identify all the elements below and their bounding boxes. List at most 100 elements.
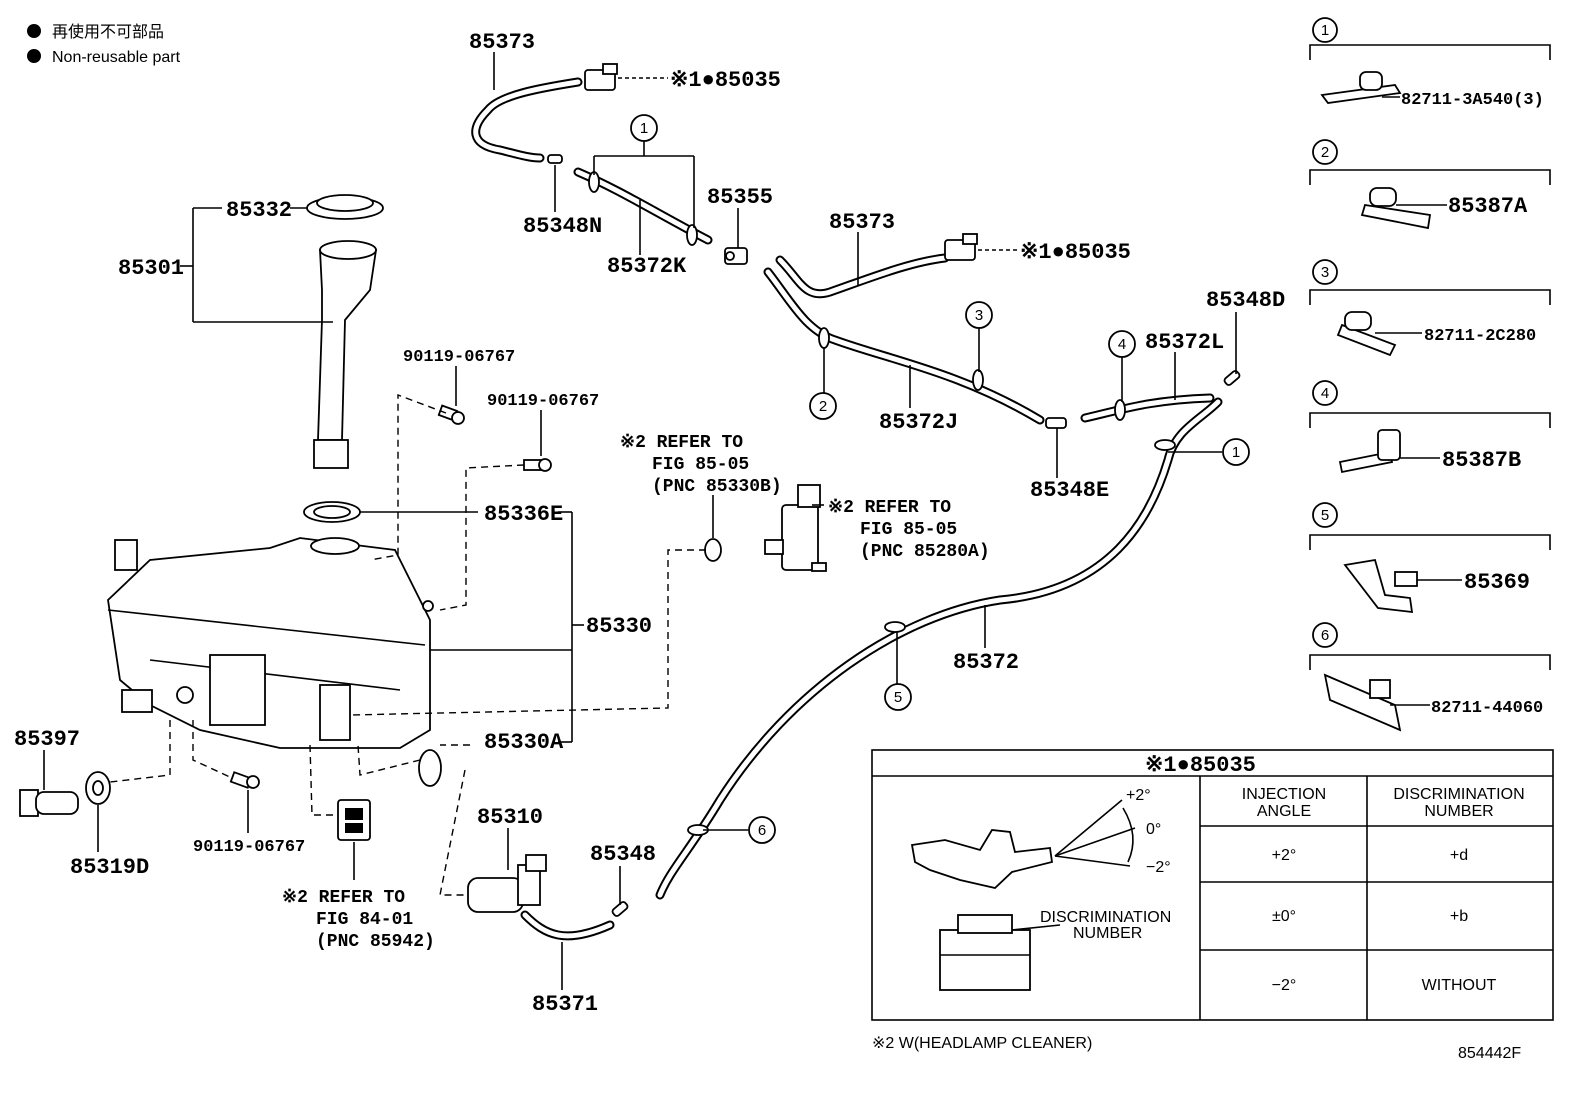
label-85372J: 85372J — [879, 410, 958, 435]
clip-item-5: 5 85369 — [1309, 502, 1551, 614]
clip-3-part: 82711-2C280 — [1424, 327, 1536, 346]
label-90119-b: 90119-06767 — [487, 392, 599, 411]
svg-text:2: 2 — [819, 398, 827, 415]
grommet-85330B — [704, 538, 722, 562]
svg-text:(PNC 85280A): (PNC 85280A) — [860, 542, 990, 562]
callout-3: 3 — [965, 301, 993, 329]
reference-notes: ※2 REFER TO FIG 85-05 (PNC 85330B) ※2 RE… — [282, 433, 990, 952]
svg-text:3: 3 — [1321, 264, 1329, 281]
non-reusable-dot-icon — [27, 24, 41, 38]
label-85372K: 85372K — [607, 254, 687, 279]
label-85319D: 85319D — [70, 855, 149, 880]
joint-85348N — [547, 154, 563, 164]
col-header-disc-1: DISCRIMINATION — [1393, 786, 1524, 803]
row-1-disc: +d — [1450, 847, 1468, 864]
discrimination-connector: DISCRIMINATION NUMBER — [939, 909, 1171, 991]
washer-tank — [107, 194, 434, 749]
label-85373-top: 85373 — [469, 30, 535, 55]
label-90119-a: 90119-06767 — [403, 348, 515, 367]
row-3-disc: WITHOUT — [1422, 977, 1497, 994]
angle-0: 0° — [1146, 821, 1161, 838]
clip-5-part: 85369 — [1464, 570, 1530, 595]
label-85348: 85348 — [590, 842, 656, 867]
svg-text:※2 REFER TO: ※2 REFER TO — [828, 498, 951, 518]
clip-item-2: 2 85387A — [1309, 139, 1551, 230]
clip-2-part: 85387A — [1448, 194, 1528, 219]
svg-text:(PNC 85942): (PNC 85942) — [316, 932, 435, 952]
row-3-angle: −2° — [1272, 977, 1297, 994]
clip-6-part: 82711-44060 — [1431, 699, 1543, 718]
label-85336E: 85336E — [484, 502, 563, 527]
col-header-angle-1: INJECTION — [1242, 786, 1326, 803]
connector-85942 — [337, 799, 371, 841]
label-85035-mid: ※1●85035 — [1020, 240, 1131, 265]
label-85372L: 85372L — [1145, 330, 1224, 355]
svg-text:5: 5 — [894, 689, 902, 706]
label-85348D: 85348D — [1206, 288, 1285, 313]
nozzle-table: ※1●85035 +2° 0° −2° DISCRIMINATION NUMBE… — [871, 749, 1554, 1021]
callout-5: 5 — [884, 683, 912, 711]
leader-lines — [43, 52, 1237, 990]
clip-item-6: 6 82711-44060 — [1309, 622, 1551, 732]
clip-item-3: 3 82711-2C280 — [1309, 259, 1551, 357]
label-85372: 85372 — [953, 650, 1019, 675]
label-85330: 85330 — [586, 614, 652, 639]
figure-id: 854442F — [1458, 1045, 1521, 1062]
label-85355: 85355 — [707, 185, 773, 210]
callout-6: 6 — [748, 816, 776, 844]
svg-text:※2 REFER TO: ※2 REFER TO — [620, 433, 743, 453]
pump-85280A — [764, 484, 827, 572]
angle-plus2: +2° — [1126, 787, 1151, 804]
col-header-disc-2: NUMBER — [1424, 803, 1493, 820]
clip-item-4: 4 85387B — [1309, 380, 1551, 474]
label-85310: 85310 — [477, 805, 543, 830]
callout-1-right: 1 — [1222, 438, 1250, 466]
svg-text:※2 REFER TO: ※2 REFER TO — [282, 888, 405, 908]
row-2-disc: +b — [1450, 908, 1468, 925]
label-85348N: 85348N — [523, 214, 602, 239]
label-85330A: 85330A — [484, 730, 564, 755]
svg-text:FIG 84-01: FIG 84-01 — [316, 910, 413, 930]
svg-text:FIG 85-05: FIG 85-05 — [860, 520, 957, 540]
ref-pnc-85942: ※2 REFER TO FIG 84-01 (PNC 85942) — [282, 888, 435, 952]
non-reusable-dot-icon — [27, 49, 41, 63]
callout-1-top: 1 — [630, 114, 658, 142]
pump-85310 — [467, 854, 547, 913]
svg-text:5: 5 — [1321, 507, 1329, 524]
disc-label-2: NUMBER — [1073, 925, 1142, 942]
callout-circles: 1 2 3 4 1 5 6 — [630, 114, 1250, 844]
svg-text:2: 2 — [1321, 144, 1329, 161]
clip-panel: 1 82711-3A540(3) 2 85387A 3 82711-2C280 — [1309, 17, 1551, 732]
svg-text:FIG 85-05: FIG 85-05 — [652, 455, 749, 475]
grommet-85330A — [418, 749, 442, 787]
clip-1-part: 82711-3A540(3) — [1401, 91, 1544, 110]
svg-text:6: 6 — [1321, 627, 1329, 644]
grommet-85319D — [85, 771, 111, 805]
legend: 再使用不可部品 Non-reusable part — [27, 23, 181, 66]
svg-text:6: 6 — [758, 822, 766, 839]
joint-85355 — [724, 247, 748, 265]
svg-text:1: 1 — [640, 120, 648, 137]
nozzle-85035-top — [584, 63, 618, 91]
label-85348E: 85348E — [1030, 478, 1109, 503]
table-title: ※1●85035 — [1145, 753, 1256, 778]
ref-pnc-85280A: ※2 REFER TO FIG 85-05 (PNC 85280A) — [828, 498, 990, 562]
row-1-angle: +2° — [1272, 847, 1297, 864]
clip-item-1: 1 82711-3A540(3) — [1309, 17, 1551, 110]
svg-text:1: 1 — [1321, 22, 1329, 39]
svg-text:(PNC 85330B): (PNC 85330B) — [652, 477, 782, 497]
nozzle-85035-mid — [944, 233, 978, 261]
svg-text:3: 3 — [975, 307, 983, 324]
label-85397: 85397 — [14, 727, 80, 752]
svg-text:4: 4 — [1118, 336, 1126, 353]
angle-minus2: −2° — [1146, 859, 1171, 876]
part-labels: 85373 ※1●85035 85348N 85372K 85355 85373… — [14, 30, 1285, 1017]
bolts — [229, 404, 552, 789]
nozzle-illustration: +2° 0° −2° — [910, 787, 1171, 889]
hoses — [471, 77, 1223, 941]
label-85371: 85371 — [532, 992, 598, 1017]
dashed-lines — [109, 393, 706, 896]
callout-2: 2 — [809, 392, 837, 420]
callout-4: 4 — [1108, 330, 1136, 358]
